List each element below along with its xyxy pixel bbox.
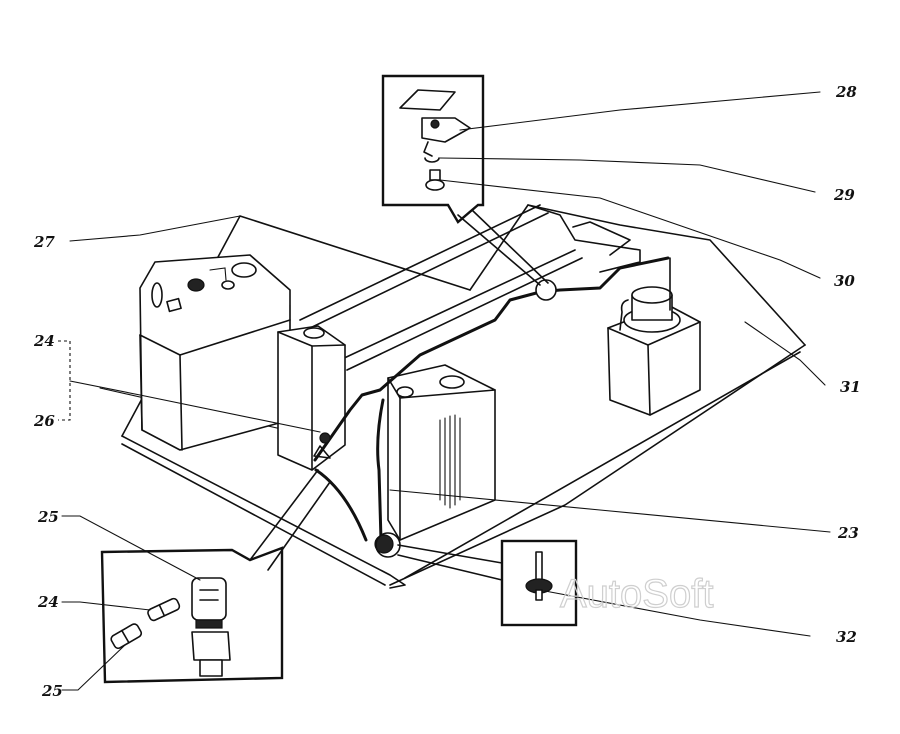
frame-rails <box>299 204 641 371</box>
callout-27: 27 <box>33 233 55 251</box>
callout-23: 23 <box>837 524 859 542</box>
callout-29: 29 <box>833 186 855 204</box>
hatching <box>439 414 461 509</box>
chassis-platform <box>99 204 806 589</box>
clamp-bracket-inset <box>381 74 549 286</box>
callout-24-inset: 24 <box>37 593 59 611</box>
drain-plug-inset <box>397 539 578 627</box>
callout-24: 24 <box>33 332 55 350</box>
callout-25: 25 <box>37 508 59 526</box>
callout-30: 30 <box>834 272 855 290</box>
rear-tank <box>387 364 496 541</box>
left-fuel-tank <box>139 254 291 451</box>
callout-28: 28 <box>835 83 857 101</box>
callout-labels: 28 29 30 27 24 26 31 23 25 24 25 32 <box>33 83 861 700</box>
leader-lines <box>58 91 831 691</box>
sensor-fittings-inset <box>100 469 331 684</box>
callout-26: 26 <box>33 412 55 430</box>
callout-22: 25 <box>41 682 63 700</box>
callout-32: 32 <box>836 628 857 646</box>
callout-31: 31 <box>840 378 861 396</box>
fuel-line <box>313 256 670 558</box>
watermark: AutoSoft <box>560 572 713 616</box>
center-block <box>277 304 346 471</box>
hydraulic-reservoir <box>607 257 701 416</box>
